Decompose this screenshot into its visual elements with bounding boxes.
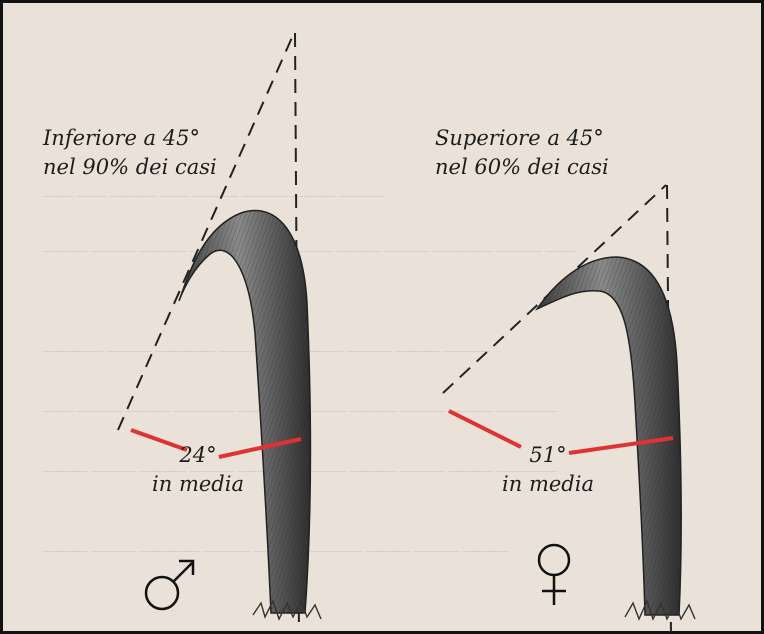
male-angle-value: 24° bbox=[143, 441, 253, 470]
female-symbol-icon bbox=[539, 545, 569, 605]
male-angle-note: in media bbox=[143, 470, 253, 499]
male-caption-line1: Inferiore a 45° bbox=[43, 124, 217, 153]
female-caption: Superiore a 45° nel 60% dei casi bbox=[435, 124, 609, 182]
illustration-drawing bbox=[3, 3, 764, 634]
male-symbol-icon bbox=[146, 561, 193, 609]
female-caption-line2: nel 60% dei casi bbox=[435, 153, 609, 182]
female-figure bbox=[443, 185, 695, 634]
female-angle-note: in media bbox=[493, 470, 603, 499]
male-angle-label: 24° in media bbox=[143, 441, 253, 499]
male-caption: Inferiore a 45° nel 90% dei casi bbox=[43, 124, 217, 182]
female-angle-label: 51° in media bbox=[493, 441, 603, 499]
female-horn-texture bbox=[537, 257, 681, 615]
female-angle-value: 51° bbox=[493, 441, 603, 470]
male-caption-line2: nel 90% dei casi bbox=[43, 153, 217, 182]
female-caption-line1: Superiore a 45° bbox=[435, 124, 609, 153]
male-horn-texture bbox=[179, 211, 311, 613]
